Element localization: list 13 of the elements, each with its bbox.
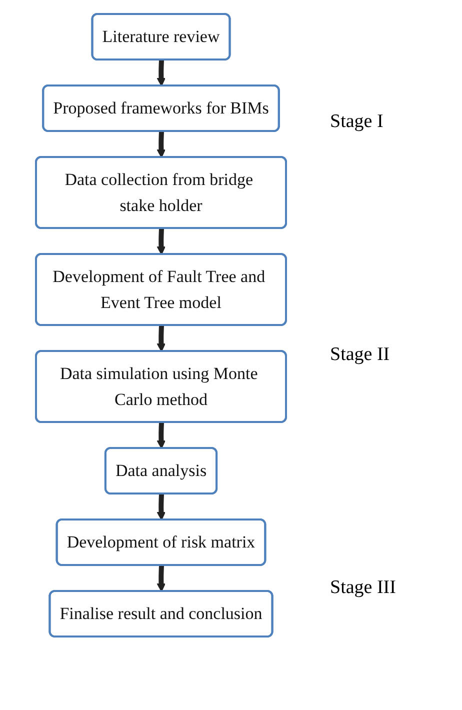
node-text: Data collection from bridge stake holder <box>64 170 254 214</box>
arrow <box>156 565 166 592</box>
arrow <box>156 228 166 255</box>
arrow <box>156 422 166 449</box>
arrow <box>156 494 166 520</box>
node-text: Data simulation using Monte Carlo method <box>60 364 258 408</box>
arrow <box>156 60 166 86</box>
stage-label: Stage III <box>330 576 396 599</box>
arrow <box>156 325 166 352</box>
arrow <box>156 131 166 158</box>
stage-label: Stage I <box>330 111 384 134</box>
node-text: Development of Fault Tree and Event Tree model <box>52 267 266 312</box>
stage-label: Stage II <box>330 344 390 366</box>
